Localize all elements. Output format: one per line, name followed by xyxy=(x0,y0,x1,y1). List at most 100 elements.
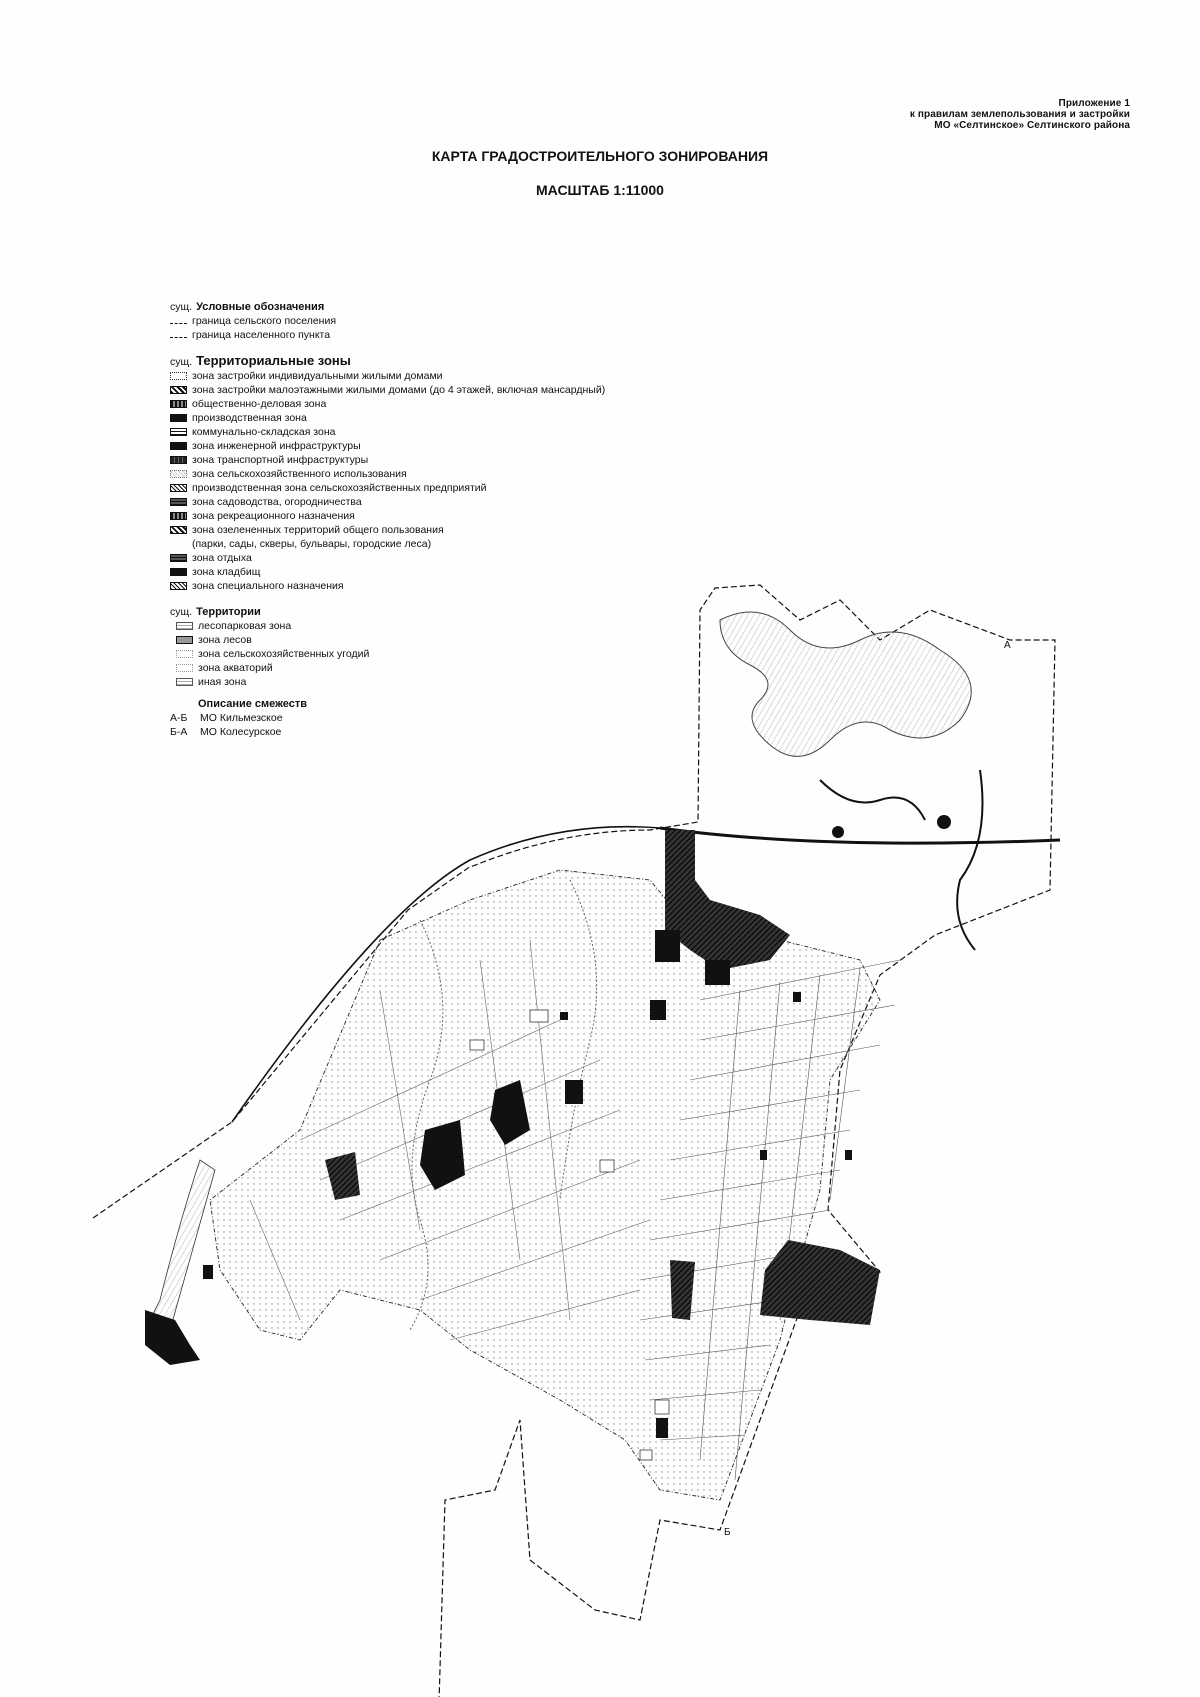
adjacency-code: Б-А xyxy=(170,726,188,738)
legend-item-settlement-boundary: граница сельского поселения xyxy=(170,314,730,328)
legend-item-label: зона транспортной инфраструктуры xyxy=(192,454,369,466)
adjacency-name: МО Кильмезское xyxy=(200,712,283,724)
zone-swatch-icon xyxy=(170,428,187,436)
legend-zone-item: зона рекреационного назначения xyxy=(170,509,730,523)
appendix-line-2: к правилам землепользования и застройки xyxy=(909,109,1130,120)
territory-swatch-icon xyxy=(176,678,193,686)
zone-swatch-icon xyxy=(170,568,187,576)
zone-swatch-icon xyxy=(170,526,187,534)
creek-line xyxy=(409,919,444,1331)
legend-item-label: иная зона xyxy=(198,676,247,688)
west-river-strip xyxy=(149,1159,216,1331)
adjacency-item: Б-А МО Колесурское xyxy=(170,725,730,739)
sush-label: сущ. xyxy=(170,356,193,368)
building-outlines xyxy=(469,1009,670,1461)
pond-marker xyxy=(937,815,951,829)
legend-zone-item: производственная зона сельскохозяйственн… xyxy=(170,481,730,495)
legend-symbols-header: сущ. Условные обозначения xyxy=(170,300,730,314)
legend-zone-item: зона сельскохозяйственного использования xyxy=(170,467,730,481)
legend-zone-item: производственная зона xyxy=(170,411,730,425)
dash-dot-line-icon xyxy=(170,332,187,338)
legend-item-label: зона акваторий xyxy=(198,662,273,674)
appendix-line-3: МО «Селтинское» Селтинского района xyxy=(934,120,1130,131)
sush-label: сущ. xyxy=(170,606,193,618)
legend-territory-item: лесопарковая зона xyxy=(170,619,730,633)
zone-swatch-icon xyxy=(170,554,187,562)
water-body xyxy=(719,611,972,757)
zone-swatch-icon xyxy=(170,498,187,506)
territory-swatch-icon xyxy=(176,636,193,644)
legend-zone-item: зона специального назначения xyxy=(170,579,730,593)
legend-zones-title: Территориальные зоны xyxy=(196,353,351,368)
legend-territory-item: иная зона xyxy=(170,675,730,689)
legend-item-label: граница населенного пункта xyxy=(192,329,331,341)
legend-zone-item: зона застройки малоэтажными жилыми домам… xyxy=(170,383,730,397)
legend-zone-item: зона озелененных территорий общего польз… xyxy=(170,523,730,537)
legend-item-label: лесопарковая зона xyxy=(198,620,292,632)
legend-item-locality-boundary: граница населенного пункта xyxy=(170,328,730,342)
locality-boundary xyxy=(209,869,881,1501)
legend-symbols-title: Условные обозначения xyxy=(196,301,325,313)
legend-zone-item: коммунально-складская зона xyxy=(170,425,730,439)
legend-item-label: зона отдыха xyxy=(192,552,252,564)
zone-swatch-icon xyxy=(170,442,187,450)
legend-territory-item: зона лесов xyxy=(170,633,730,647)
marker-b: Б xyxy=(724,1527,731,1538)
legend: сущ. Условные обозначения граница сельск… xyxy=(170,300,730,739)
map-scale: МАСШТАБ 1:11000 xyxy=(536,182,664,198)
zone-swatch-icon xyxy=(170,414,187,422)
legend-item-label: зона застройки малоэтажными жилыми домам… xyxy=(192,384,606,396)
legend-item-label: зона кладбищ xyxy=(192,566,261,578)
legend-item-label: коммунально-складская зона xyxy=(192,426,336,438)
zone-swatch-icon xyxy=(170,484,187,492)
legend-item-label: зона специального назначения xyxy=(192,580,344,592)
legend-item-label: зона сельскохозяйственного использования xyxy=(192,468,407,480)
road-east xyxy=(956,769,984,951)
dark-zone-blocks xyxy=(145,830,880,1438)
pond-marker xyxy=(832,826,844,838)
legend-zone-item: зона кладбищ xyxy=(170,565,730,579)
legend-item-label: зона инженерной инфраструктуры xyxy=(192,440,361,452)
legend-item-label: зона застройки индивидуальными жилыми до… xyxy=(192,370,443,382)
adjacency-name: МО Колесурское xyxy=(200,726,282,738)
legend-item-label: граница сельского поселения xyxy=(192,315,337,327)
legend-zone-item: общественно-деловая зона xyxy=(170,397,730,411)
zone-swatch-icon xyxy=(170,400,187,408)
dashed-line-icon xyxy=(170,318,187,324)
adjacency-item: А-Б МО Кильмезское xyxy=(170,711,730,725)
legend-territories-title: Территории xyxy=(196,606,261,618)
legend-zone-item: зона транспортной инфраструктуры xyxy=(170,453,730,467)
legend-zone-continuation: (парки, сады, скверы, бульвары, городски… xyxy=(192,538,432,550)
appendix-note: Приложение 1 к правилам землепользования… xyxy=(910,98,1130,131)
legend-adjacency-title: Описание смежеств xyxy=(198,698,308,710)
zone-swatch-icon xyxy=(170,582,187,590)
legend-territory-item: зона сельскохозяйственных угодий xyxy=(170,647,730,661)
adjacency-code: А-Б xyxy=(170,712,188,724)
territory-swatch-icon xyxy=(176,664,193,672)
legend-territory-item: зона акваторий xyxy=(170,661,730,675)
legend-item-label: зона лесов xyxy=(198,634,252,646)
zone-swatch-icon xyxy=(170,386,187,394)
legend-territories-header: сущ. Территории xyxy=(170,605,730,619)
zone-swatch-icon xyxy=(170,456,187,464)
sush-label: сущ. xyxy=(170,301,193,313)
legend-zones-header: сущ. Территориальные зоны xyxy=(170,354,730,369)
marker-a: А xyxy=(1004,640,1011,651)
legend-zone-item: зона застройки индивидуальными жилыми до… xyxy=(170,369,730,383)
legend-item-label: производственная зона xyxy=(192,412,307,424)
appendix-line-1: Приложение 1 xyxy=(1058,98,1130,109)
legend-zone-item: зона инженерной инфраструктуры xyxy=(170,439,730,453)
river-line xyxy=(819,779,926,821)
creek-line xyxy=(559,879,598,1201)
legend-item-label: общественно-деловая зона xyxy=(192,398,327,410)
legend-zone-item: зона садоводства, огородничества xyxy=(170,495,730,509)
legend-item-label: зона озелененных территорий общего польз… xyxy=(192,524,444,536)
zone-swatch-icon xyxy=(170,512,187,520)
legend-item-label: зона садоводства, огородничества xyxy=(192,496,362,508)
highway-line xyxy=(659,826,1061,845)
legend-item-label: зона рекреационного назначения xyxy=(192,510,355,522)
legend-zone-item: зона отдыха xyxy=(170,551,730,565)
zone-swatch-icon xyxy=(170,470,187,478)
